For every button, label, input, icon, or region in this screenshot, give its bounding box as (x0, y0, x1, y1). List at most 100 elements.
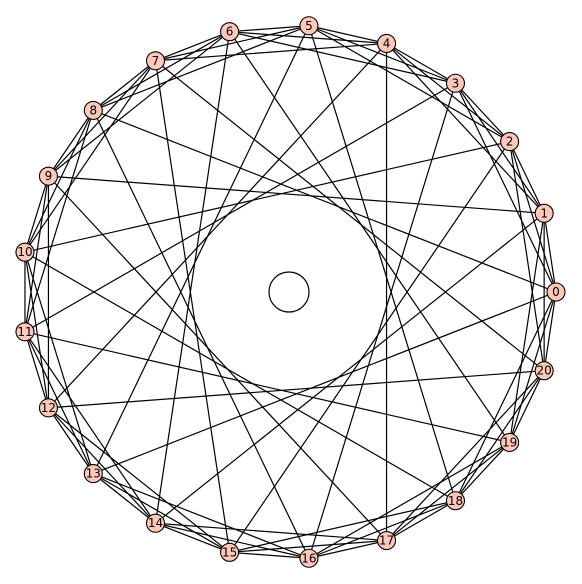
edge-9-10 (24, 175, 50, 253)
edge-15-18 (229, 500, 456, 553)
edge-13-0 (93, 291, 557, 475)
edge-layer (24, 25, 557, 559)
node-label: 5 (305, 19, 313, 33)
edge-12-14 (48, 407, 156, 524)
node-circle (83, 464, 103, 484)
node-label: 6 (226, 25, 234, 39)
edge-4-6 (229, 31, 387, 45)
edge-17-18 (386, 500, 456, 542)
edge-1-2 (509, 141, 545, 214)
edge-15-16 (229, 551, 309, 559)
edge-19-1 (509, 213, 545, 443)
edge-18-19 (455, 442, 511, 502)
node-label: 18 (448, 494, 463, 508)
edge-7-8 (92, 60, 156, 111)
edge-4-12 (48, 43, 387, 409)
edge-14-16 (155, 522, 310, 559)
node-label: 1 (540, 206, 548, 220)
node-circle (15, 322, 35, 342)
edge-6-8 (92, 31, 230, 111)
node-label: 3 (452, 76, 460, 90)
node-18: 18 (445, 491, 466, 511)
node-label: 19 (502, 435, 517, 449)
edge-3-5 (308, 25, 456, 84)
node-circle (546, 282, 566, 302)
edge-14-1 (155, 212, 545, 524)
edge-18-20 (454, 370, 545, 502)
node-13: 13 (83, 464, 103, 484)
node-circle (299, 548, 319, 568)
node-circle (220, 542, 240, 562)
node-label: 0 (552, 285, 560, 299)
edge-1-9 (48, 175, 545, 214)
node-circle (145, 513, 166, 533)
edge-20-0 (543, 291, 557, 371)
edge-18-0 (454, 291, 557, 502)
edge-0-2 (509, 141, 557, 293)
node-5: 5 (299, 16, 319, 36)
node-label: 11 (17, 325, 32, 339)
edge-12-20 (48, 370, 545, 409)
node-label: 4 (383, 36, 391, 50)
edge-2-10 (24, 141, 510, 253)
edge-3-6 (229, 31, 456, 84)
edge-0-8 (93, 109, 557, 293)
node-7: 7 (145, 51, 166, 71)
center-hole (268, 271, 310, 313)
node-circle (220, 22, 240, 42)
edge-4-5 (308, 25, 387, 45)
node-label: 8 (89, 103, 97, 117)
edge-5-6 (229, 25, 309, 33)
edge-12-15 (48, 407, 230, 553)
edge-9-17 (48, 175, 387, 541)
edge-5-8 (93, 25, 310, 111)
edge-0-1 (543, 213, 557, 293)
edge-1-4 (386, 43, 545, 214)
edge-17-19 (386, 441, 510, 542)
edge-16-3 (308, 83, 457, 559)
edge-11-12 (24, 331, 50, 409)
node-circle (376, 530, 397, 551)
node-circle (534, 361, 554, 381)
edge-7-9 (48, 60, 156, 177)
edge-13-16 (93, 473, 310, 559)
edge-6-14 (154, 31, 231, 524)
edge-6-9 (48, 31, 230, 177)
edge-16-18 (308, 500, 456, 559)
node-3: 3 (445, 73, 466, 93)
node-label: 16 (301, 551, 316, 565)
node-circle (445, 491, 466, 511)
edge-2-3 (455, 82, 511, 142)
node-circle (500, 432, 520, 452)
edge-16-17 (308, 539, 387, 559)
edge-0-3 (454, 82, 557, 293)
node-label: 20 (536, 364, 551, 378)
edge-14-17 (155, 522, 387, 542)
node-8: 8 (83, 100, 103, 120)
node-label: 14 (148, 516, 163, 530)
edge-10-12 (24, 252, 50, 408)
node-2: 2 (500, 132, 520, 152)
node-circle (376, 33, 397, 54)
node-16: 16 (299, 548, 319, 568)
edge-8-11 (24, 110, 94, 332)
node-label: 13 (86, 467, 101, 481)
edge-1-3 (454, 82, 545, 214)
node-label: 10 (17, 245, 32, 259)
edge-18-5 (308, 25, 457, 501)
edge-13-14 (92, 473, 156, 524)
node-label: 17 (379, 534, 394, 548)
edge-5-7 (155, 25, 310, 62)
edge-8-9 (47, 110, 94, 177)
node-12: 12 (38, 398, 58, 418)
edge-16-19 (308, 441, 510, 559)
node-9: 9 (38, 166, 58, 186)
edge-20-2 (509, 141, 545, 371)
node-label: 15 (222, 545, 237, 559)
node-0: 0 (546, 282, 566, 302)
edge-6-7 (155, 31, 230, 62)
node-14: 14 (145, 513, 166, 533)
edge-7-15 (154, 60, 231, 553)
